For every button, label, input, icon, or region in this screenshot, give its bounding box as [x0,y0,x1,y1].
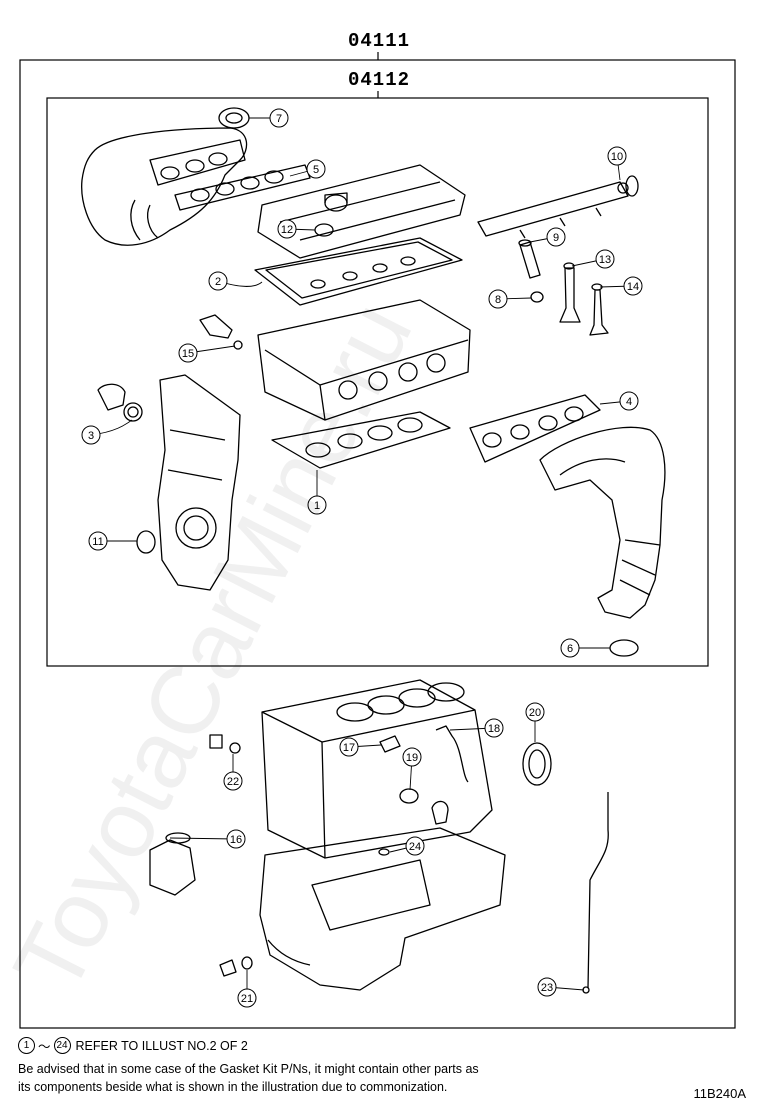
valve-stem-seal [559,262,609,336]
callout-13: 13 [595,249,615,269]
refer-end-number: 24 [53,1037,71,1054]
callout-15: 15 [178,343,198,363]
fuel-rail-oring [617,182,629,194]
o-ring-24 [378,848,390,856]
svg-text:4: 4 [626,396,632,408]
drain-cock [209,734,223,749]
kit-label-outer: 04111 [348,30,411,52]
oil-level-gauge-guide [587,792,609,989]
exhaust-pipe-gasket [609,639,639,657]
svg-text:6: 6 [567,643,573,655]
fuel-injector [518,239,541,279]
svg-text:20: 20 [529,707,541,719]
svg-text:19: 19 [406,752,418,764]
kit-label-inner: 04112 [348,69,411,91]
drain-plug-gasket [241,956,253,970]
head-gasket [271,411,451,469]
svg-text:12: 12 [281,224,293,236]
intake-gasket [174,164,311,211]
svg-text:2: 2 [215,276,221,288]
intake-manifold [81,127,248,246]
advisory-note-line-1: Be advised that in some case of the Gask… [18,1062,479,1076]
water-bypass-pipe [435,725,469,783]
svg-text:14: 14 [627,281,639,293]
callout-8: 8 [488,289,508,309]
callout-5: 5 [306,159,326,179]
valve-cover [257,164,466,259]
callout-1: 1 [307,495,327,515]
callout-2: 2 [208,271,228,291]
svg-text:10: 10 [611,151,623,163]
callout-group: 1 2 3 4 5 6 7 8 9 10 11 12 13 14 15 16 1… [81,108,643,1008]
svg-text:7: 7 [276,113,282,125]
svg-text:17: 17 [343,742,355,754]
rear-main-seal [522,742,552,786]
callout-11: 11 [88,531,108,551]
callout-19: 19 [402,747,422,767]
oil-pan [259,827,506,991]
valve-cover-gasket [254,237,463,306]
exhaust-gasket [469,394,601,463]
svg-text:8: 8 [495,294,501,306]
cylinder-head [257,299,471,421]
cam-sensor [199,314,243,350]
refer-start-number: 1 [18,1037,35,1054]
illustration-code: 11B240A [693,1086,746,1101]
fuel-rail [477,175,639,239]
callout-21: 21 [237,988,257,1008]
svg-text:23: 23 [541,982,553,994]
oil-jet-gasket [379,735,401,753]
svg-text:5: 5 [313,164,319,176]
svg-text:3: 3 [88,430,94,442]
callout-16: 16 [226,829,246,849]
water-inlet [149,832,196,896]
callout-10: 10 [607,146,627,166]
svg-text:24: 24 [409,841,421,853]
callout-4: 4 [619,391,639,411]
callout-17: 17 [339,737,359,757]
timing-cover [157,374,241,591]
callout-12: 12 [277,219,297,239]
svg-text:15: 15 [182,348,194,360]
oil-pressure-sender [431,800,449,825]
callout-23: 23 [537,977,557,997]
svg-text:18: 18 [488,723,500,735]
callout-3: 3 [81,425,101,445]
exhaust-manifold [539,426,666,619]
svg-text:22: 22 [227,776,239,788]
svg-text:11: 11 [92,536,103,548]
cylinder-block [261,679,493,859]
callout-9: 9 [546,227,566,247]
inner-kit-frame [46,97,709,667]
svg-text:13: 13 [599,254,611,266]
injector-seal [530,291,544,303]
callout-22: 22 [223,771,243,791]
callout-7: 7 [269,108,289,128]
callout-20: 20 [525,702,545,722]
water-outlet [97,383,143,422]
callout-6: 6 [560,638,580,658]
drain-cock-gasket [229,742,241,754]
callout-24: 24 [405,836,425,856]
oil-filter-seal [399,788,419,804]
svg-text:21: 21 [241,993,253,1005]
refer-note: 1 ～ 24 REFER TO ILLUST NO.2 OF 2 [18,1036,248,1055]
callout-14: 14 [623,276,643,296]
drain-plug [219,959,237,977]
throttle-gasket [218,107,250,129]
svg-text:1: 1 [314,500,320,512]
svg-text:16: 16 [230,834,242,846]
callout-18: 18 [484,718,504,738]
advisory-note-line-2: its components beside what is shown in t… [18,1080,448,1094]
svg-text:9: 9 [553,232,559,244]
crank-front-seal [136,530,156,554]
outer-kit-frame [19,59,736,1029]
leader-lines [90,117,634,998]
refer-tilde: ～ [38,1040,51,1054]
refer-text: REFER TO ILLUST NO.2 OF 2 [75,1038,248,1053]
